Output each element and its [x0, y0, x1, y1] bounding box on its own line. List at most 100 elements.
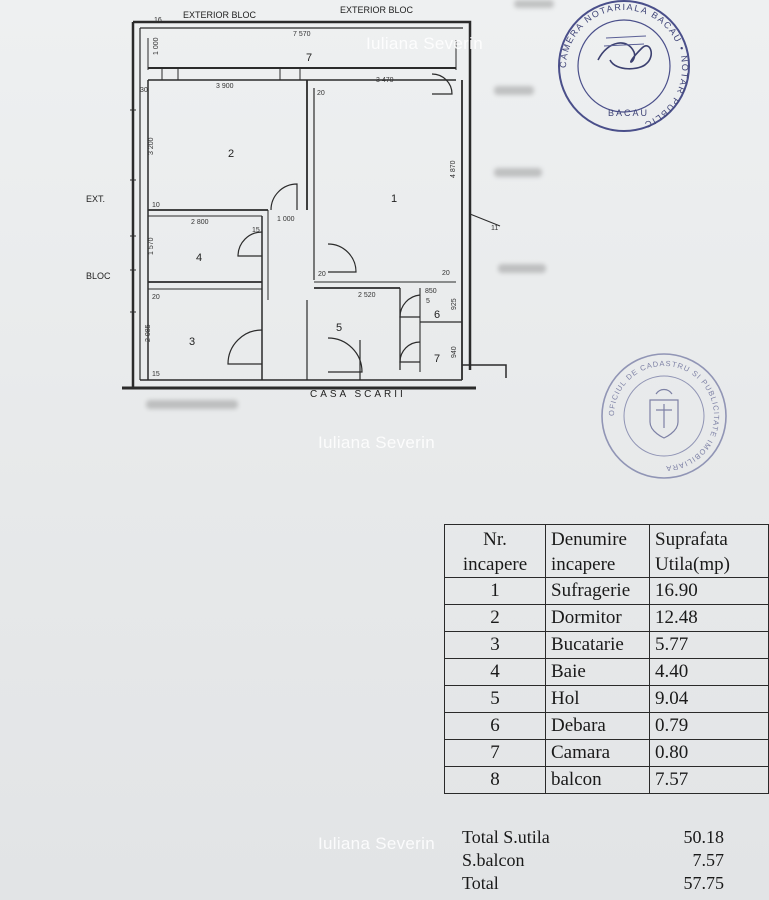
header-denumire-line1: Denumire	[551, 529, 627, 550]
cell-nr: 3	[444, 631, 546, 659]
cell-nr: 7	[444, 739, 546, 767]
header-nr: Nr. incapere	[444, 524, 546, 578]
room-number-5: 5	[336, 322, 342, 334]
room-number-1: 1	[391, 193, 397, 205]
table-row: 6 Debara 0.79	[444, 712, 769, 740]
cell-name: Dormitor	[545, 604, 650, 632]
dim-wall-20b: 20	[152, 294, 160, 301]
cell-area: 0.80	[649, 739, 769, 767]
cell-name: Camara	[545, 739, 650, 767]
dim-room4-width: 2 800	[191, 219, 209, 226]
cell-nr: 6	[444, 712, 546, 740]
redaction-smudge	[494, 168, 542, 177]
table-row: 8 balcon 7.57	[444, 766, 769, 794]
window-marks	[130, 68, 501, 313]
total-label: S.balcon	[462, 850, 525, 870]
walls	[122, 20, 507, 390]
dim-wall-20d: 20	[442, 270, 450, 277]
dim-room4-height: 1 570	[148, 237, 155, 255]
dim-wall-10: 10	[152, 202, 160, 209]
table-row: 3 Bucatarie 5.77	[444, 631, 769, 659]
redaction-smudge	[498, 264, 546, 273]
cell-area: 7.57	[649, 766, 769, 794]
table-row: 2 Dormitor 12.48	[444, 604, 769, 632]
room-number-6: 6	[434, 309, 440, 321]
area-table: Nr. incapere Denumire incapere Suprafata…	[444, 524, 769, 794]
dim-wall-20a: 20	[317, 90, 325, 97]
dim-room1-height: 4 870	[450, 160, 457, 178]
cell-area: 9.04	[649, 685, 769, 713]
cell-name: Sufragerie	[545, 577, 650, 605]
cell-area: 5.77	[649, 631, 769, 659]
header-denumire: Denumire incapere	[545, 524, 650, 578]
cell-area: 12.48	[649, 604, 769, 632]
table-row: 4 Baie 4.40	[444, 658, 769, 686]
cell-nr: 8	[444, 766, 546, 794]
total-label: Total S.utila	[462, 827, 550, 847]
dim-room2-width: 3 900	[216, 83, 234, 90]
cell-nr: 5	[444, 685, 546, 713]
side-label-bloc: BLOC	[86, 271, 111, 281]
dim-closet-width: 850	[425, 288, 437, 295]
header-nr-line1: Nr.	[483, 529, 507, 550]
header-suprafata-line2: Utila(mp)	[655, 554, 730, 575]
table-row: 5 Hol 9.04	[444, 685, 769, 713]
cadastre-stamp: OFICIUL DE CADASTRU SI PUBLICITATE IMOBI…	[601, 353, 727, 479]
total-value: 57.75	[683, 873, 725, 893]
total-label: Total	[462, 873, 499, 893]
total-row: Total 57.75	[462, 872, 724, 895]
cell-area: 4.40	[649, 658, 769, 686]
cell-nr: 4	[444, 658, 546, 686]
header-suprafata-line1: Suprafata	[655, 529, 728, 550]
totals-block: Total S.utila 50.18 S.balcon 7.57 Total …	[462, 826, 724, 895]
dim-top-total: 7 570	[293, 31, 311, 38]
room-number-7: 7	[434, 353, 440, 365]
redaction-smudge	[514, 0, 554, 8]
total-row: Total S.utila 50.18	[462, 826, 724, 849]
dim-closet2-height: 940	[451, 346, 458, 358]
table-header-row: Nr. incapere Denumire incapere Suprafata…	[444, 524, 769, 578]
cell-name: balcon	[545, 766, 650, 794]
dim-room2-height: 3 200	[148, 137, 155, 155]
notary-stamp-city: BACAU	[608, 108, 649, 118]
cell-name: Bucatarie	[545, 631, 650, 659]
cell-name: Baie	[545, 658, 650, 686]
header-nr-line2: incapere	[462, 554, 528, 575]
dim-wall-20c: 20	[318, 271, 326, 278]
room-number-7-balcony: 7	[306, 52, 312, 64]
watermark: Iuliana Severin	[318, 433, 435, 452]
dim-hall-lower: 2 520	[358, 292, 376, 299]
total-row: S.balcon 7.57	[462, 849, 724, 872]
cell-name: Hol	[545, 685, 650, 713]
dim-wall-11: 11	[491, 225, 498, 232]
watermark: Iuliana Severin	[318, 834, 435, 853]
side-label-ext: EXT.	[86, 194, 105, 204]
coat-of-arms-icon	[649, 388, 679, 439]
header-suprafata: Suprafata Utila(mp)	[649, 524, 769, 578]
table-row: 1 Sufragerie 16.90	[444, 577, 769, 605]
dim-top-depth: 1 000	[153, 37, 160, 55]
dim-wall-16: 16	[154, 17, 162, 24]
cell-name: Debara	[545, 712, 650, 740]
cell-area: 16.90	[649, 577, 769, 605]
door-swings	[227, 73, 453, 373]
redaction-smudge	[494, 86, 534, 95]
total-value: 7.57	[692, 850, 725, 870]
room-number-2: 2	[228, 148, 234, 160]
dim-wall-30: 30	[140, 87, 148, 94]
signature	[597, 42, 653, 70]
cell-nr: 1	[444, 577, 546, 605]
dim-room1-width: 3 470	[376, 77, 394, 84]
cell-area: 0.79	[649, 712, 769, 740]
total-value: 50.18	[683, 827, 725, 847]
dim-wall-15b: 15	[152, 371, 160, 378]
top-label-left: EXTERIOR BLOC	[183, 10, 257, 20]
table-row: 7 Camara 0.80	[444, 739, 769, 767]
dim-wall-15a: 15	[252, 227, 260, 234]
floor-plan: EXTERIOR BLOC EXTERIOR BLOC EXT. BLOC CA…	[86, 5, 507, 400]
room-number-3: 3	[189, 336, 195, 348]
top-label-right: EXTERIOR BLOC	[340, 5, 414, 15]
cell-nr: 2	[444, 604, 546, 632]
dim-closet-height: 925	[451, 298, 458, 310]
